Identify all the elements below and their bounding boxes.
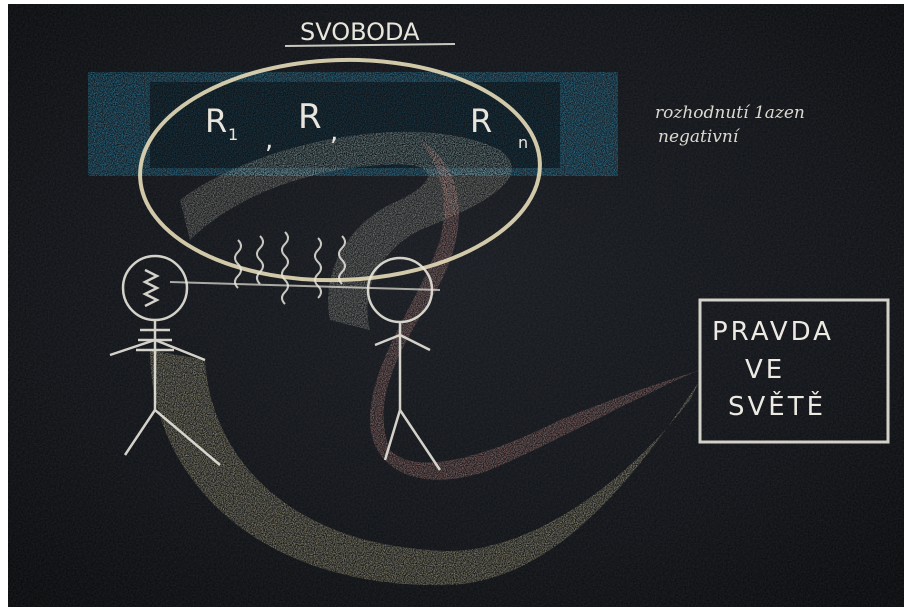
svg-text:R: R: [470, 102, 492, 140]
svg-text:negativní: negativní: [658, 127, 741, 147]
svg-text:,: ,: [330, 117, 338, 147]
title-svoboda: SVOBODA: [300, 18, 420, 46]
svg-text:R: R: [298, 97, 322, 137]
svg-text:SVĚTĚ: SVĚTĚ: [728, 390, 826, 422]
svg-text:rozhodnutí 1azen: rozhodnutí 1azen: [655, 103, 805, 123]
svg-text:R: R: [205, 102, 227, 140]
svg-text:n: n: [518, 133, 528, 152]
svg-text:VE: VE: [745, 355, 785, 385]
svg-text:,: ,: [265, 125, 273, 155]
svg-text:1: 1: [228, 125, 238, 144]
svg-text:PRAVDA: PRAVDA: [712, 317, 834, 347]
